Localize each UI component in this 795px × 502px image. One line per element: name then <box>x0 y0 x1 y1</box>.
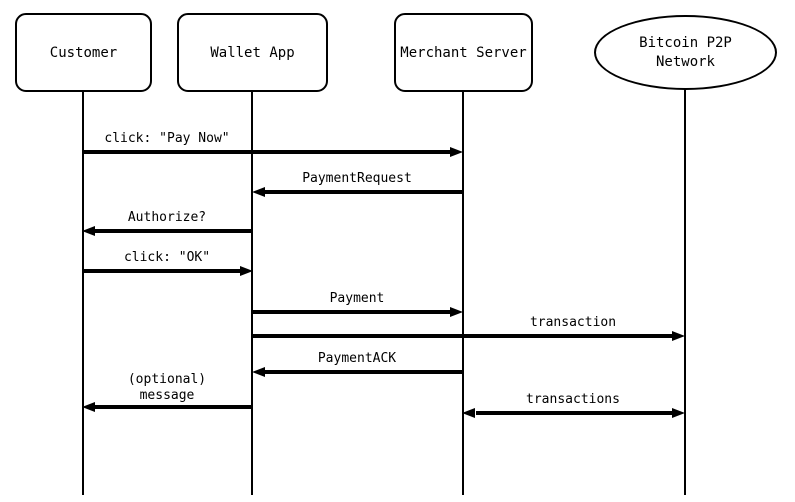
actor-wallet-app: Wallet App <box>177 13 328 92</box>
arrow-line <box>83 269 241 273</box>
arrow-line <box>253 334 673 338</box>
lifeline-bitcoin-p2p-network <box>684 88 686 495</box>
message-payment-label: Payment <box>329 291 385 306</box>
arrow-line <box>265 190 463 194</box>
arrowhead-left-icon <box>82 226 95 236</box>
message-authorize-label: Authorize? <box>127 210 207 225</box>
arrow-line <box>95 405 253 409</box>
arrow-line <box>476 411 672 415</box>
arrowhead-right-icon <box>672 331 685 341</box>
arrowhead-right-icon <box>450 307 463 317</box>
lifeline-customer <box>82 90 84 495</box>
lifeline-wallet-app <box>251 90 253 495</box>
message-payment-request-label: PaymentRequest <box>302 171 412 186</box>
arrowhead-left-icon <box>82 402 95 412</box>
lifeline-merchant-server <box>462 88 464 495</box>
arrowhead-right-icon <box>450 147 463 157</box>
arrow-line <box>95 229 253 233</box>
arrowhead-left-icon <box>462 408 475 418</box>
actor-customer: Customer <box>15 13 152 92</box>
arrow-line <box>83 150 451 154</box>
arrowhead-right-icon <box>240 266 253 276</box>
arrowhead-left-icon <box>252 187 265 197</box>
arrow-line <box>253 310 451 314</box>
arrow-line <box>265 370 463 374</box>
message-payment-ack-label: PaymentACK <box>317 351 397 366</box>
actor-merchant-server-label: Merchant Server <box>400 44 527 61</box>
message-transactions-label: transactions <box>526 392 620 407</box>
arrowhead-left-icon <box>252 367 265 377</box>
actor-customer-label: Customer <box>49 44 118 61</box>
message-click-pay-now-label: click: "Pay Now" <box>104 131 230 146</box>
actor-bitcoin-p2p-network-label: Bitcoin P2P Network <box>639 34 732 70</box>
message-optional-message-label: (optional) message <box>127 372 207 403</box>
actor-merchant-server: Merchant Server <box>394 13 533 92</box>
actor-bitcoin-p2p-network: Bitcoin P2P Network <box>594 15 777 90</box>
actor-wallet-app-label: Wallet App <box>210 44 295 61</box>
message-click-ok-label: click: "OK" <box>123 250 211 265</box>
message-transaction-label: transaction <box>529 315 617 330</box>
arrowhead-right-icon <box>672 408 685 418</box>
